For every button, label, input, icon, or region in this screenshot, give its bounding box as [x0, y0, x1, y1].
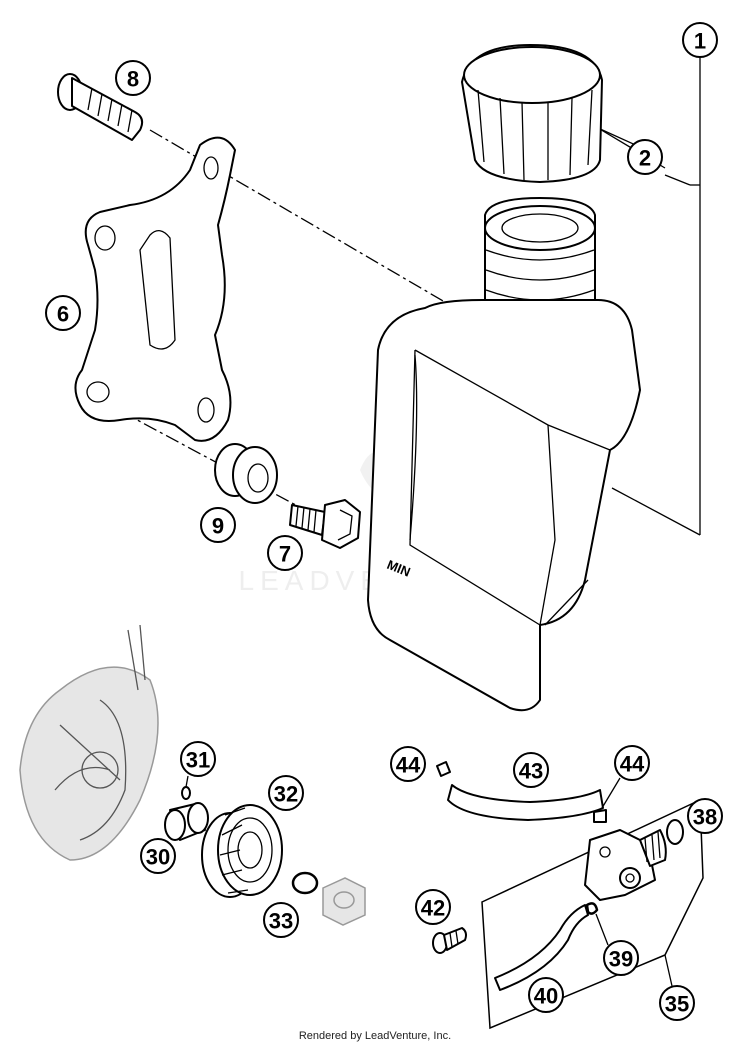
svg-text:43: 43	[519, 759, 543, 784]
hose-part-43	[447, 784, 604, 821]
svg-text:44: 44	[396, 753, 421, 778]
callout-6: 6	[45, 295, 81, 331]
svg-text:8: 8	[127, 67, 139, 92]
pin-part-31	[181, 786, 191, 800]
callout-40: 40	[528, 977, 564, 1013]
tube-part-40	[494, 904, 589, 991]
svg-text:30: 30	[146, 845, 170, 870]
svg-text:6: 6	[57, 302, 69, 327]
callout-31: 31	[180, 741, 216, 777]
oil-tank-part-1: MIN	[367, 197, 641, 712]
callout-leaders	[185, 775, 673, 987]
footer-credit: Rendered by LeadVenture, Inc.	[298, 1030, 452, 1042]
bushing-part-30	[164, 802, 209, 841]
oil-pump	[584, 829, 667, 901]
circlip-part-33	[291, 871, 319, 895]
svg-text:39: 39	[609, 947, 633, 972]
svg-text:33: 33	[269, 909, 293, 934]
svg-text:38: 38	[693, 805, 717, 830]
bolt-part-8	[57, 73, 144, 141]
svg-text:31: 31	[186, 748, 210, 773]
callout-1: 1	[682, 22, 718, 58]
nut-part	[322, 877, 366, 926]
svg-text:35: 35	[665, 992, 689, 1017]
svg-text:2: 2	[639, 146, 651, 171]
svg-text:32: 32	[274, 782, 298, 807]
screw-part-7	[289, 499, 361, 549]
svg-text:9: 9	[212, 514, 224, 539]
callout-44-right: 44	[614, 745, 650, 781]
grommet-part-9	[214, 443, 278, 504]
callout-35: 35	[659, 985, 695, 1021]
callout-7: 7	[267, 535, 303, 571]
callout-43: 43	[513, 752, 549, 788]
kit-box-part-35	[481, 798, 704, 1030]
callout-30: 30	[140, 838, 176, 874]
callout-42: 42	[415, 889, 451, 925]
callout-2: 2	[627, 139, 663, 175]
screw-part-42	[432, 927, 467, 954]
svg-text:7: 7	[279, 542, 291, 567]
oring-part-38	[666, 819, 684, 845]
cap-part-2	[461, 44, 603, 183]
callout-32: 32	[268, 775, 304, 811]
svg-text:42: 42	[421, 896, 445, 921]
svg-text:1: 1	[694, 29, 706, 54]
clamp-part-44-left	[436, 761, 451, 777]
callout-39: 39	[603, 940, 639, 976]
leader-lines	[597, 58, 701, 536]
clip-part-39	[585, 902, 599, 915]
callout-38: 38	[687, 798, 723, 834]
gasket-part-6	[74, 136, 236, 442]
callout-8: 8	[115, 60, 151, 96]
callout-44-left: 44	[390, 746, 426, 782]
svg-text:40: 40	[534, 984, 558, 1009]
svg-text:44: 44	[620, 752, 645, 777]
callout-33: 33	[263, 902, 299, 938]
stator-assembly	[19, 624, 159, 861]
callout-9: 9	[200, 507, 236, 543]
pulley-part-32	[201, 804, 283, 898]
clamp-part-44-right	[593, 809, 607, 823]
